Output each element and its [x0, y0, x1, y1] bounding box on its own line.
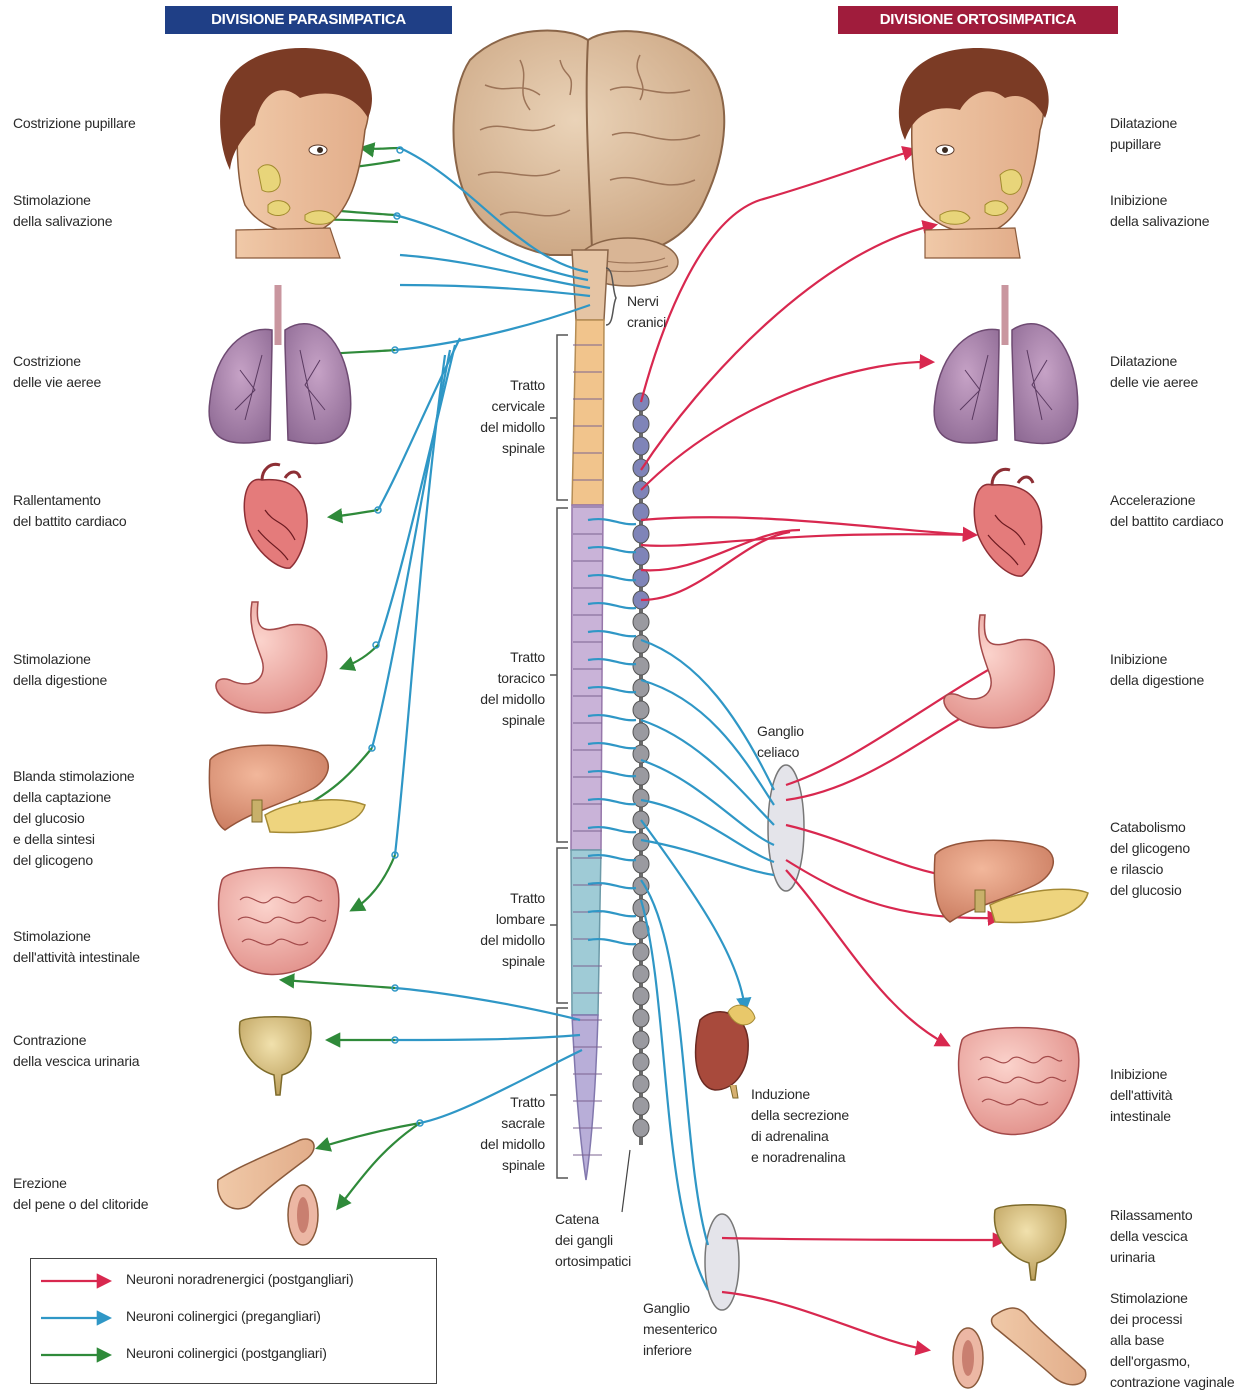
label-mesenteric-ganglion: Ganglio mesenterico inferiore [643, 1298, 717, 1361]
label-intestinal-inhibition: Inibizione dell'attività intestinale [1110, 1064, 1172, 1127]
parasympathetic-header: DIVISIONE PARASIMPATICA [165, 6, 452, 34]
chain-ganglion [633, 1009, 649, 1027]
legend-label: Neuroni noradrenergici (postgangliari) [126, 1271, 353, 1287]
bladder-left [239, 1017, 310, 1095]
stomach-right [944, 615, 1054, 728]
label-erection: Erezione del pene o del clitoride [13, 1173, 148, 1215]
chain-ganglion [633, 613, 649, 631]
sympathetic-header: DIVISIONE ORTOSIMPATICA [838, 6, 1118, 34]
liver-pancreas-left [209, 745, 365, 832]
legend-label: Neuroni colinergici (pregangliari) [126, 1308, 321, 1324]
chain-ganglion [633, 437, 649, 455]
liver-pancreas-right [934, 840, 1088, 922]
label-airway-constriction: Costrizione delle vie aeree [13, 351, 101, 393]
legend-item-noradrenergic: Neuroni noradrenergici (postgangliari) [31, 1269, 436, 1293]
inferior-mesenteric-ganglion [705, 1214, 739, 1310]
chain-ganglion [633, 525, 649, 543]
stomach-left [216, 602, 327, 713]
label-orgasm-stimulation: Stimolazione dei processi alla base dell… [1110, 1288, 1234, 1393]
intestine-right [959, 1028, 1079, 1135]
label-cervical-tract: Tratto cervicale del midollo spinale [455, 375, 545, 459]
face-left [220, 48, 372, 258]
chain-ganglion [633, 877, 649, 895]
blue-arrow-icon [39, 1310, 119, 1326]
label-digestion-inhibition: Inibizione della digestione [1110, 649, 1204, 691]
chain-ganglion [633, 965, 649, 983]
label-intestinal-stimulation: Stimolazione dell'attività intestinale [13, 926, 140, 968]
spinal-cord [571, 320, 604, 1180]
label-bladder-contraction: Contrazione della vescica urinaria [13, 1030, 139, 1072]
legend-item-cholinergic-pre: Neuroni colinergici (pregangliari) [31, 1306, 436, 1330]
sympathetic-chain [633, 393, 649, 1145]
green-arrow-icon [39, 1347, 119, 1363]
label-sympathetic-chain: Catena dei gangli ortosimpatici [555, 1209, 631, 1272]
chain-ganglion [633, 1053, 649, 1071]
label-airway-dilation: Dilatazione delle vie aeree [1110, 351, 1198, 393]
chain-ganglion [633, 415, 649, 433]
heart-left [244, 464, 307, 568]
genitals-right [953, 1308, 1086, 1388]
lungs-left [209, 285, 351, 443]
label-glucose-uptake: Blanda stimolazione della captazione del… [13, 766, 135, 871]
genitals-left [218, 1139, 318, 1245]
legend-label: Neuroni colinergici (postgangliari) [126, 1345, 327, 1361]
chain-ganglion [633, 1075, 649, 1093]
chain-ganglion [633, 701, 649, 719]
label-thoracic-tract: Tratto toracico del midollo spinale [455, 647, 545, 731]
label-pupil-constriction: Costrizione pupillare [13, 113, 136, 134]
chain-ganglion [633, 547, 649, 565]
label-pupil-dilation: Dilatazione pupillare [1110, 113, 1177, 155]
label-cranial-nerves: Nervi cranici [627, 291, 666, 333]
label-heart-slowing: Rallentamento del battito cardiaco [13, 490, 127, 532]
heart-right [974, 469, 1041, 576]
brain [454, 30, 725, 320]
chain-ganglion [633, 723, 649, 741]
bladder-right [994, 1205, 1065, 1280]
chain-ganglion [633, 1119, 649, 1137]
chain-ganglion [633, 569, 649, 587]
legend-item-cholinergic-post: Neuroni colinergici (postgangliari) [31, 1343, 436, 1367]
red-arrow-icon [39, 1273, 119, 1289]
lungs-right [934, 285, 1078, 443]
label-heart-acceleration: Accelerazione del battito cardiaco [1110, 490, 1224, 532]
chain-ganglion [633, 987, 649, 1005]
chain-ganglion [633, 1097, 649, 1115]
label-sacral-tract: Tratto sacrale del midollo spinale [455, 1092, 545, 1176]
kidney-adrenal [696, 1005, 755, 1098]
label-celiac-ganglion: Ganglio celiaco [757, 721, 804, 763]
label-adrenaline-secretion: Induzione della secrezione di adrenalina… [751, 1084, 849, 1168]
chain-ganglion [633, 657, 649, 675]
label-digestion-stimulation: Stimolazione della digestione [13, 649, 107, 691]
chain-ganglion [633, 943, 649, 961]
chain-ganglion [633, 1031, 649, 1049]
label-lumbar-tract: Tratto lombare del midollo spinale [455, 888, 545, 972]
label-salivation-stimulation: Stimolazione della salivazione [13, 190, 112, 232]
label-salivation-inhibition: Inibizione della salivazione [1110, 190, 1209, 232]
face-right [899, 48, 1049, 258]
chain-ganglion [633, 503, 649, 521]
chain-ganglion [633, 855, 649, 873]
legend: Neuroni noradrenergici (postgangliari) N… [30, 1258, 437, 1384]
label-glycogen-catabolism: Catabolismo del glicogeno e rilascio del… [1110, 817, 1190, 901]
chain-ganglion [633, 635, 649, 653]
intestine-left [219, 868, 339, 975]
label-bladder-relaxation: Rilassamento della vescica urinaria [1110, 1205, 1192, 1268]
